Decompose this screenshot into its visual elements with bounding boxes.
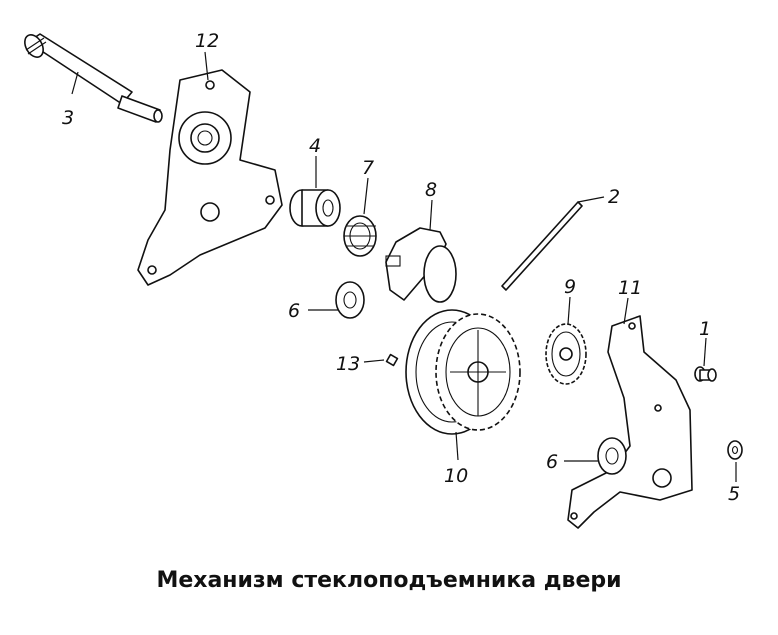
part-10-gear-wheel bbox=[405, 309, 521, 435]
part-13-key bbox=[385, 353, 399, 367]
label-4: 4 bbox=[309, 135, 321, 157]
label-10: 10 bbox=[444, 465, 468, 487]
part-8-drum bbox=[385, 227, 457, 303]
part-5-washer bbox=[727, 440, 743, 460]
label-13: 13 bbox=[336, 353, 360, 375]
leader-lines bbox=[71, 51, 737, 482]
part-11-bracket bbox=[567, 315, 693, 529]
label-8: 8 bbox=[425, 179, 437, 201]
label-7: 7 bbox=[362, 157, 374, 179]
label-1: 1 bbox=[699, 318, 711, 340]
diagram-caption: Механизм стеклоподъемника двери bbox=[156, 568, 622, 593]
label-6-upper: 6 bbox=[288, 300, 300, 322]
label-6-lower: 6 bbox=[546, 451, 558, 473]
part-1-rivet bbox=[694, 366, 717, 382]
part-3-shaft bbox=[24, 33, 163, 123]
label-3: 3 bbox=[62, 107, 74, 129]
part-2-pin bbox=[501, 201, 583, 291]
label-9: 9 bbox=[564, 276, 576, 298]
label-2: 2 bbox=[608, 186, 620, 208]
part-4-bushing bbox=[289, 189, 341, 227]
part-6-washer-lower bbox=[597, 437, 627, 475]
part-12-base-plate bbox=[137, 69, 283, 286]
part-labels: 12 3 4 7 8 2 6 9 11 1 13 10 6 5 bbox=[62, 30, 740, 505]
part-9-pinion bbox=[545, 323, 587, 385]
label-11: 11 bbox=[618, 277, 642, 299]
label-5: 5 bbox=[728, 483, 740, 505]
part-6-washer-upper bbox=[335, 281, 365, 319]
label-12: 12 bbox=[195, 30, 219, 52]
part-7-spring bbox=[343, 215, 377, 257]
